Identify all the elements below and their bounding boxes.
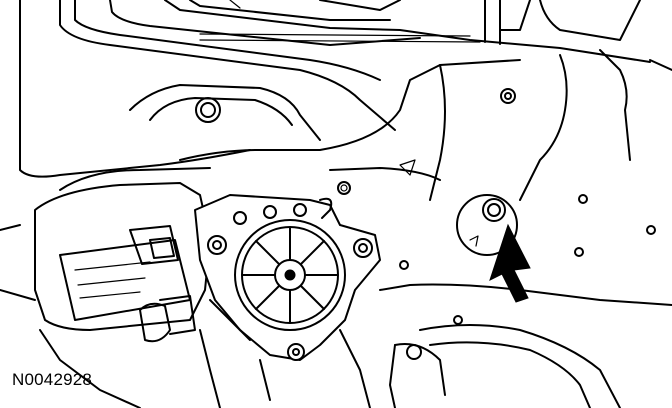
figure-id-label: N0042928	[12, 370, 93, 389]
gear-spokes	[242, 227, 338, 323]
access-hole-with-fastener	[456, 194, 518, 256]
arrow-icon	[489, 223, 531, 303]
window-motor-housing	[34, 182, 211, 343]
gear-housing	[194, 194, 381, 361]
lower-left-panel	[0, 224, 371, 408]
lower-right-panel	[379, 283, 672, 408]
door-inner-panel	[19, 0, 672, 201]
middle-panel-contours	[59, 59, 656, 325]
